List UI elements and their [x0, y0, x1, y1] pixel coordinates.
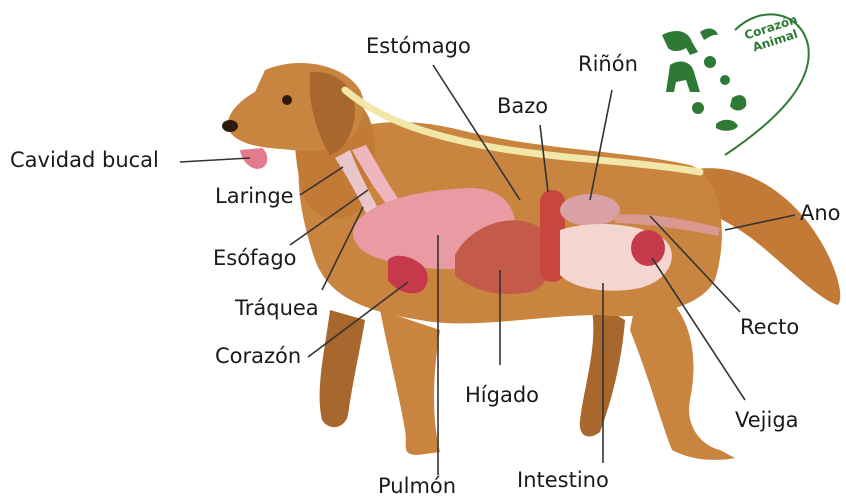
- brand-turtle-icon: [716, 120, 738, 131]
- brand-squirrel-icon: [730, 95, 746, 110]
- label-traquea: Tráquea: [235, 298, 319, 319]
- label-rinon: Riñón: [578, 54, 638, 75]
- brand-hamster-icon: [692, 102, 704, 114]
- bladder-shape: [631, 230, 665, 266]
- label-ano: Ano: [800, 203, 841, 224]
- label-intestino: Intestino: [517, 470, 609, 491]
- dog-front-leg-back: [320, 310, 365, 427]
- brand-bird-icon: [700, 28, 718, 40]
- brand-horse-icon: [662, 31, 698, 55]
- leader-cavidad-bucal: [180, 158, 250, 162]
- label-vejiga: Vejiga: [735, 410, 799, 431]
- brand-bunny-icon: [720, 75, 730, 85]
- dog-eye: [282, 95, 292, 105]
- label-higado: Hígado: [465, 385, 539, 406]
- brand-cat-icon: [704, 56, 716, 68]
- label-recto: Recto: [740, 317, 799, 338]
- label-cavidad-bucal: Cavidad bucal: [10, 150, 159, 171]
- brand-dog-icon: [666, 61, 700, 92]
- label-laringe: Laringe: [215, 186, 294, 207]
- label-bazo: Bazo: [497, 96, 548, 117]
- label-corazon: Corazón: [215, 346, 301, 367]
- label-esofago: Esófago: [213, 248, 297, 269]
- label-pulmon: Pulmón: [378, 476, 456, 497]
- dog-front-leg-front: [380, 310, 440, 455]
- dog-nose: [222, 120, 238, 132]
- label-estomago: Estómago: [366, 36, 471, 57]
